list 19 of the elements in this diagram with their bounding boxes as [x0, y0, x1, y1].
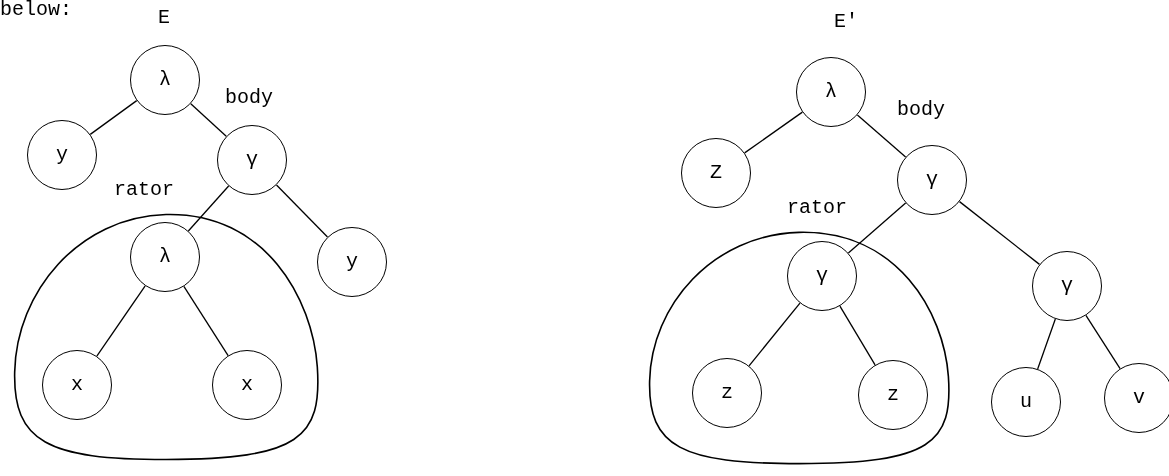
tree-title: E [158, 8, 170, 28]
edge-label: body [223, 88, 275, 108]
tree-edge [190, 103, 227, 137]
tree-edge [1085, 314, 1121, 370]
tree-edge [96, 285, 146, 357]
tree-edge [89, 99, 138, 136]
tree-edge [187, 185, 230, 232]
tree-edge [958, 200, 1041, 266]
tree-edge [275, 184, 329, 238]
tree-edge [839, 305, 876, 366]
tree-edge [856, 114, 907, 158]
tree-edge [1037, 318, 1056, 370]
tree-title: E' [834, 12, 858, 32]
tree-edge [743, 111, 804, 154]
text-fragment: below: [0, 0, 72, 20]
tree-edge [183, 285, 229, 357]
edge-label: body [895, 100, 947, 120]
tree-edge [748, 302, 801, 367]
tree-edge [847, 202, 907, 254]
